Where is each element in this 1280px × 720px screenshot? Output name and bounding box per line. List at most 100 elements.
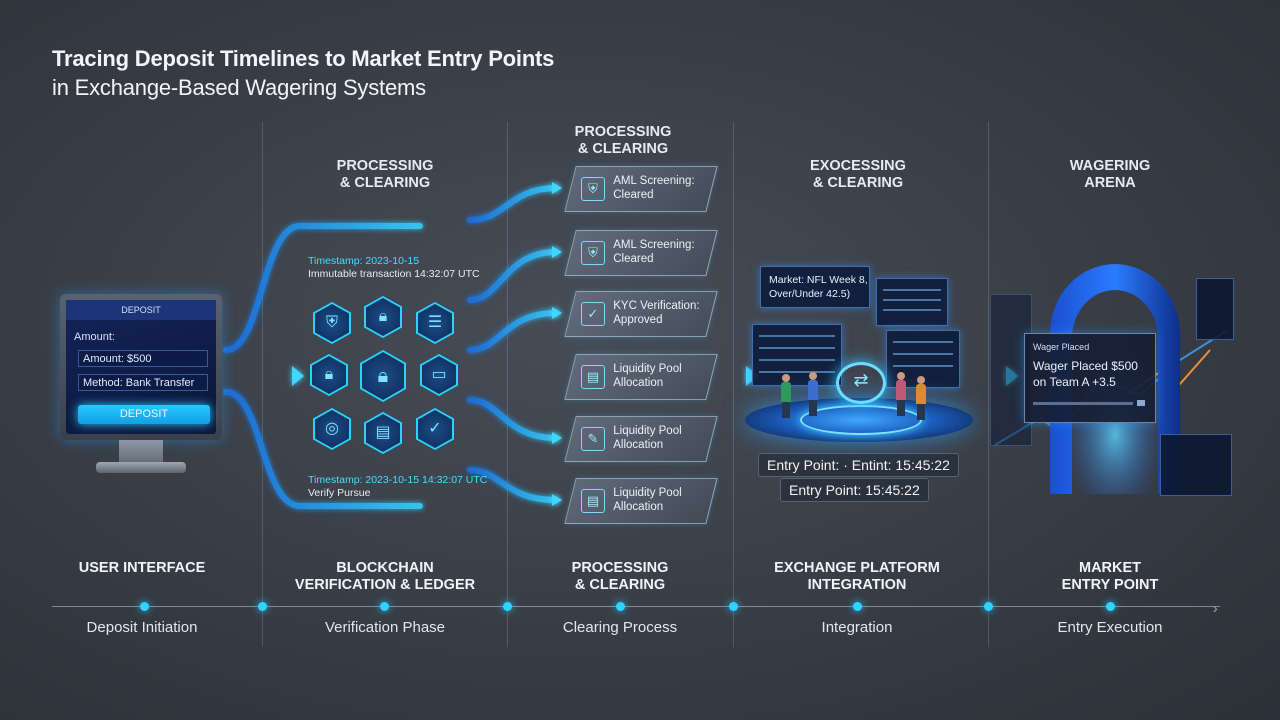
phase-label: Verification Phase	[324, 619, 446, 636]
hex-node: ◎	[313, 408, 351, 450]
arena-data-panel	[1160, 434, 1232, 496]
arrowhead	[552, 182, 562, 194]
stage-label-user-interface: USER INTERFACE	[78, 560, 206, 576]
process-card-text: AML Screening: Cleared	[613, 239, 695, 265]
monitor-base	[96, 462, 186, 473]
timeline-marker	[258, 602, 267, 611]
monitor-stand	[119, 440, 163, 466]
timestamp-2-line-1: Timestamp: 2023-10-15 14:32:07 UTC	[308, 474, 488, 486]
process-card: ⛨ AML Screening: Cleared	[564, 230, 718, 276]
method-field[interactable]: Method: Bank Transfer	[78, 374, 208, 391]
deposit-monitor: DEPOSIT Amount: Amount: $500 Method: Ban…	[60, 294, 222, 440]
arrowhead	[292, 366, 304, 386]
timeline-axis	[52, 606, 1220, 607]
flow-line-card-6	[467, 467, 559, 503]
market-panel: Market: NFL Week 8, Over/Under 42.5)	[760, 266, 870, 308]
process-card: ✎ Liquidity Pool Allocation	[564, 416, 718, 462]
timeline-marker	[616, 602, 625, 611]
column-divider	[988, 122, 989, 647]
flow-line-card-3	[467, 310, 559, 353]
person-figure	[781, 374, 791, 418]
wager-placed-panel: Wager Placed Wager Placed $500 on Team A…	[1024, 333, 1156, 423]
entry-point-label-1: Entry Point: · Entint: 15:45:22	[758, 453, 959, 477]
phase-label: Deposit Initiation	[86, 619, 198, 636]
document-icon: ▤	[581, 489, 605, 513]
timeline-marker	[853, 602, 862, 611]
phase-label: Entry Execution	[1057, 619, 1163, 636]
process-card: ▤ Liquidity Pool Allocation	[564, 478, 718, 524]
timestamp-1-line-2: Immutable transaction 14:32:07 UTC	[308, 268, 480, 280]
timestamp-2-line-2: Verify Pursue	[308, 487, 371, 499]
process-card-text: KYC Verification: Approved	[613, 300, 700, 326]
timestamp-1-line-1: Timestamp: 2023-10-15	[308, 255, 420, 267]
shield-icon: ⛨	[581, 241, 605, 265]
flow-line-upper	[223, 223, 423, 353]
arrowhead	[552, 432, 562, 444]
timestamp-block-2: Timestamp: 2023-10-15 14:32:07 UTC Verif…	[308, 474, 487, 500]
flow-line-lower	[223, 389, 423, 509]
process-card-text: Liquidity Pool Allocation	[613, 363, 682, 389]
process-card: ▤ Liquidity Pool Allocation	[564, 354, 718, 400]
column-divider	[262, 122, 263, 647]
exchange-hologram-icon: ⇄	[836, 362, 886, 404]
process-card: ⛨ AML Screening: Cleared	[564, 166, 718, 212]
card-icon: ▭	[422, 356, 456, 394]
shield-icon: ⛨	[581, 177, 605, 201]
timeline-marker	[503, 602, 512, 611]
arrowhead	[1006, 366, 1018, 386]
hex-node: 🔒︎	[364, 296, 402, 338]
column-header-exchange: EXOCESSING & CLEARING	[810, 158, 906, 191]
process-card-text: AML Screening: Cleared	[613, 175, 695, 201]
wager-header: Wager Placed	[1033, 342, 1090, 352]
deposit-screen: DEPOSIT Amount: Amount: $500 Method: Ban…	[66, 300, 216, 434]
hex-node: ⛨	[313, 302, 351, 344]
coin-icon: ◎	[315, 410, 349, 448]
diagram-title: Tracing Deposit Timelines to Market Entr…	[52, 44, 554, 102]
lock-icon: 🔒︎	[312, 356, 346, 394]
stage-label-market-entry: MARKET ENTRY POINT	[1061, 560, 1159, 593]
arrowhead	[552, 246, 562, 258]
timeline-marker	[984, 602, 993, 611]
phase-label: Clearing Process	[562, 619, 678, 636]
shield-check-icon: ✓	[581, 302, 605, 326]
document-icon: ▤	[581, 365, 605, 389]
stage-label-exchange: EXCHANGE PLATFORM INTEGRATION	[774, 560, 940, 593]
ledger-icon: ☰	[418, 304, 452, 342]
person-figure	[808, 372, 818, 416]
timeline-marker	[140, 602, 149, 611]
hex-node: ▭	[420, 354, 458, 396]
column-divider	[507, 122, 508, 647]
phase-label: Integration	[821, 619, 893, 636]
person-figure	[896, 372, 906, 416]
amount-label: Amount:	[74, 331, 115, 343]
deposit-button[interactable]: DEPOSIT	[78, 405, 210, 424]
column-header-blockchain: PROCESSING & CLEARING	[336, 158, 434, 191]
title-line-1: Tracing Deposit Timelines to Market Entr…	[52, 46, 555, 71]
check-icon: ✓	[418, 410, 452, 448]
lock-icon: 🔒︎	[366, 298, 400, 336]
hex-node: ☰	[416, 302, 454, 344]
timeline-marker	[729, 602, 738, 611]
title-line-2: in Exchange-Based Wagering Systems	[52, 75, 426, 100]
hex-node: ✓	[416, 408, 454, 450]
shield-icon: ⛨	[315, 304, 349, 342]
document-icon: ▤	[366, 414, 400, 452]
amount-field[interactable]: Amount: $500	[78, 350, 208, 367]
timeline-marker	[1106, 602, 1115, 611]
process-card-text: Liquidity Pool Allocation	[613, 425, 682, 451]
arena-data-panel	[1196, 278, 1234, 340]
hex-node: 🔒︎	[310, 354, 348, 396]
process-card: ✓ KYC Verification: Approved	[564, 291, 718, 337]
wager-text: Wager Placed $500 on Team A +3.5	[1033, 359, 1138, 389]
odds-board	[752, 324, 842, 386]
arrowhead	[552, 307, 562, 319]
stage-ring	[800, 405, 922, 435]
pen-document-icon: ✎	[581, 427, 605, 451]
entry-point-label-2: Entry Point: 15:45:22	[780, 478, 929, 502]
stage-label-processing: PROCESSING & CLEARING	[571, 560, 669, 593]
column-header-arena: WAGERING ARENA	[1069, 158, 1151, 191]
timeline-marker	[380, 602, 389, 611]
column-header-processing: PROCESSING & CLEARING	[574, 124, 672, 157]
process-card-text: Liquidity Pool Allocation	[613, 487, 682, 513]
column-divider	[733, 122, 734, 647]
